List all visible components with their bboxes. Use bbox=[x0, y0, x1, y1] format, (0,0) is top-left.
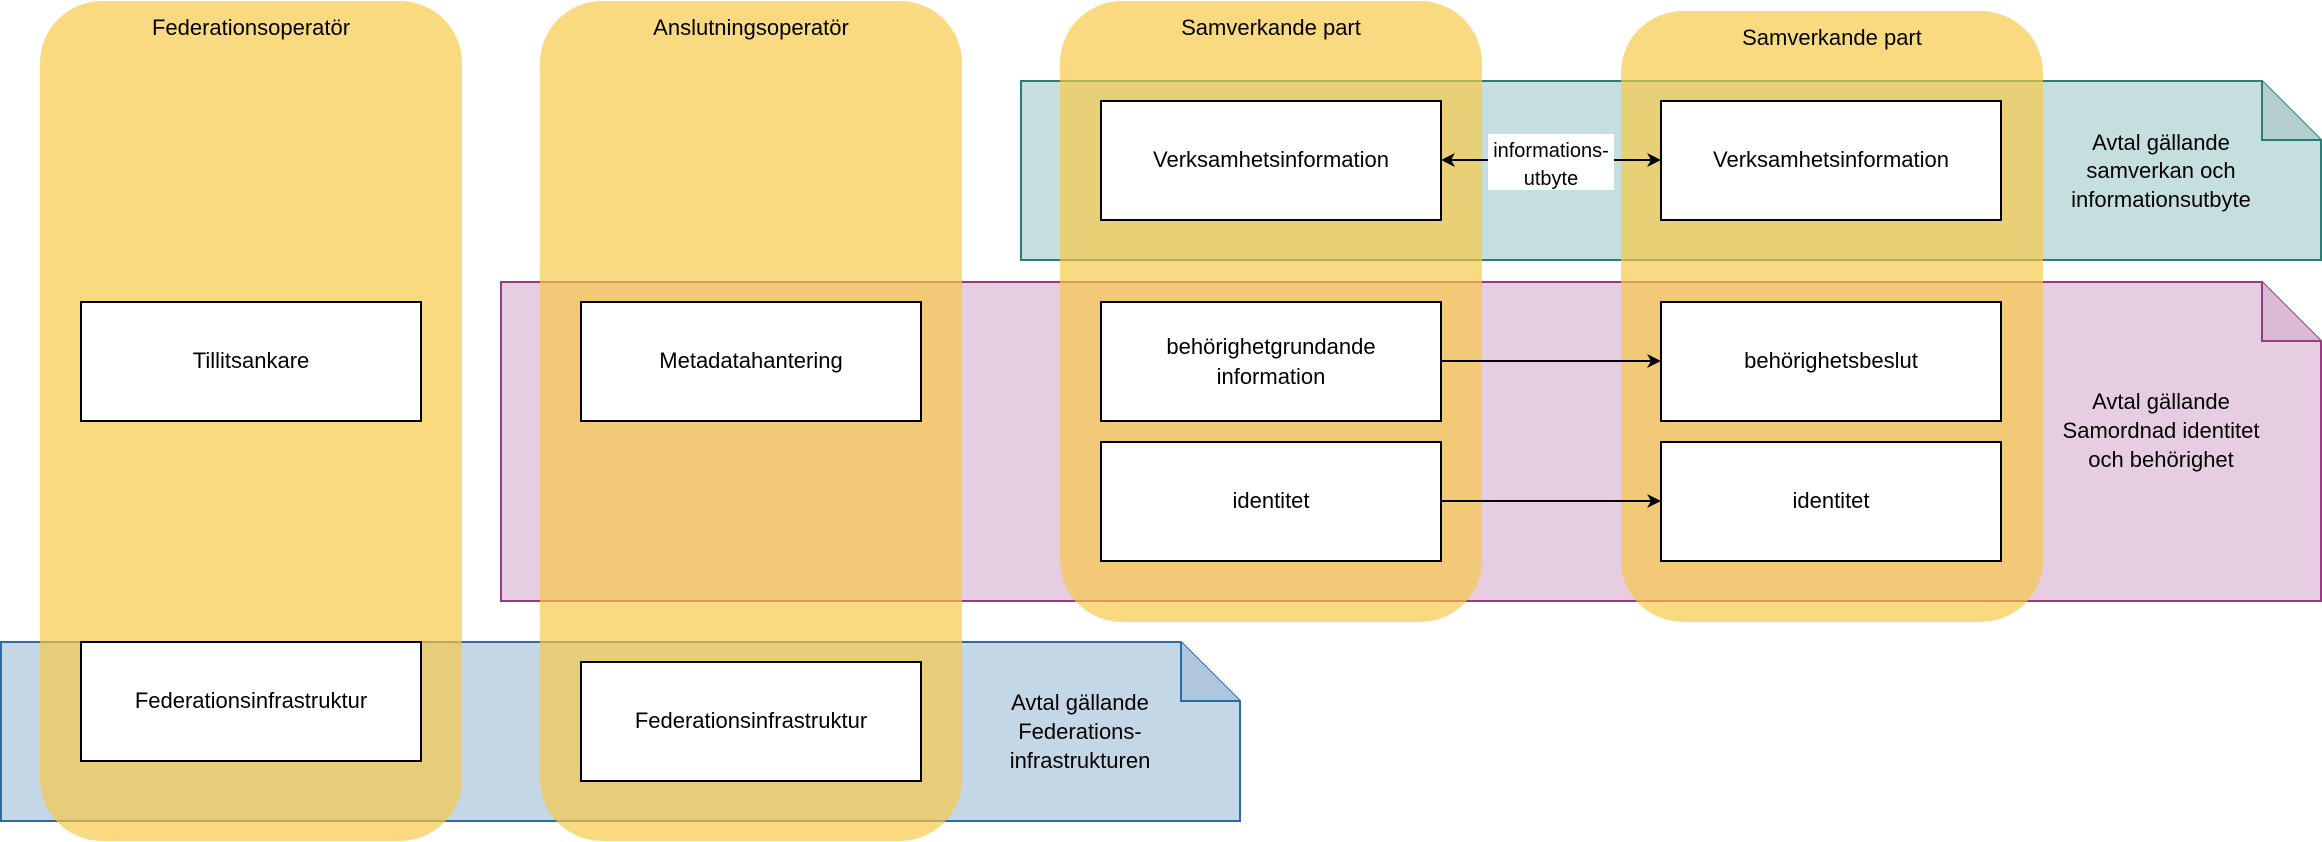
box-identitet-1-label: identitet bbox=[1232, 488, 1309, 513]
box-federationsinfrastruktur-2: Federationsinfrastruktur bbox=[580, 661, 922, 782]
box-metadatahantering-shape bbox=[580, 301, 922, 422]
box-metadatahantering: Metadatahantering bbox=[580, 301, 922, 422]
box-behorighetgrundande-information: behörighetgrundande information bbox=[1100, 301, 1442, 422]
note-infrastruktur-text-line3: infrastrukturen bbox=[1010, 748, 1151, 773]
note-samordnad-fold bbox=[2261, 282, 2321, 342]
box-verksamhetsinformation-2-shape bbox=[1660, 100, 2002, 221]
lane-title-samverkande-part-1: Samverkande part bbox=[1181, 15, 1361, 40]
box-verksamhetsinformation-1-shape bbox=[1100, 100, 1442, 221]
box-identitet-1: identitet bbox=[1100, 441, 1442, 562]
note-samordnad-text-line3: och behörighet bbox=[2088, 447, 2234, 472]
box-identitet-2-shape bbox=[1660, 441, 2002, 562]
box-federationsinfrastruktur-2-shape bbox=[580, 661, 922, 782]
box-identitet-2-label: identitet bbox=[1792, 488, 1869, 513]
note-infrastruktur-text-line2: Federations- bbox=[1018, 719, 1142, 744]
box-behorighetsbeslut-shape bbox=[1660, 301, 2002, 422]
lane-title-anslutningsoperator: Anslutningsoperatör bbox=[653, 15, 849, 40]
box-verksamhetsinformation-2: Verksamhetsinformation bbox=[1660, 100, 2002, 221]
box-verksamhetsinformation-2-label: Verksamhetsinformation bbox=[1713, 147, 1949, 172]
box-federationsinfrastruktur-1: Federationsinfrastruktur bbox=[80, 641, 422, 762]
box-behorighetsbeslut-label: behörighetsbeslut bbox=[1744, 348, 1918, 373]
box-behorighetgrundande-information-label-line1: behörighetgrundande bbox=[1166, 334, 1375, 359]
edge-informationsutbyte-label-line1: informations- bbox=[1493, 140, 1609, 162]
note-infrastruktur-fold bbox=[1180, 642, 1240, 702]
note-samverkan-text-line2: samverkan och bbox=[2086, 158, 2235, 183]
note-samverkan-fold bbox=[2261, 81, 2321, 141]
box-federationsinfrastruktur-1-shape bbox=[80, 641, 422, 762]
box-metadatahantering-label: Metadatahantering bbox=[659, 348, 842, 373]
edge-informationsutbyte-label-line2: utbyte bbox=[1524, 168, 1578, 190]
note-samverkan-text-line1: Avtal gällande bbox=[2092, 130, 2230, 155]
note-samordnad-text-line1: Avtal gällande bbox=[2092, 389, 2230, 414]
box-verksamhetsinformation-1-label: Verksamhetsinformation bbox=[1153, 147, 1389, 172]
lane-title-federationsoperator: Federationsoperatör bbox=[152, 15, 350, 40]
box-tillitsankare-shape bbox=[80, 301, 422, 422]
box-behorighetgrundande-information-shape bbox=[1100, 301, 1442, 422]
note-samverkan-text-line3: informationsutbyte bbox=[2071, 187, 2251, 212]
box-verksamhetsinformation-1: Verksamhetsinformation bbox=[1100, 100, 1442, 221]
lane-title-samverkande-part-2: Samverkande part bbox=[1742, 25, 1922, 50]
edge-informationsutbyte-label-bg bbox=[1488, 134, 1614, 190]
box-tillitsankare-label: Tillitsankare bbox=[193, 348, 310, 373]
box-behorighetgrundande-information-label-line2: information bbox=[1217, 364, 1326, 389]
note-infrastruktur-text-line1: Avtal gällande bbox=[1011, 690, 1149, 715]
box-identitet-2: identitet bbox=[1660, 441, 2002, 562]
note-samordnad-text-line2: Samordnad identitet bbox=[2063, 418, 2260, 443]
box-federationsinfrastruktur-1-label: Federationsinfrastruktur bbox=[135, 688, 367, 713]
box-federationsinfrastruktur-2-label: Federationsinfrastruktur bbox=[635, 708, 867, 733]
box-tillitsankare: Tillitsankare bbox=[80, 301, 422, 422]
box-behorighetsbeslut: behörighetsbeslut bbox=[1660, 301, 2002, 422]
